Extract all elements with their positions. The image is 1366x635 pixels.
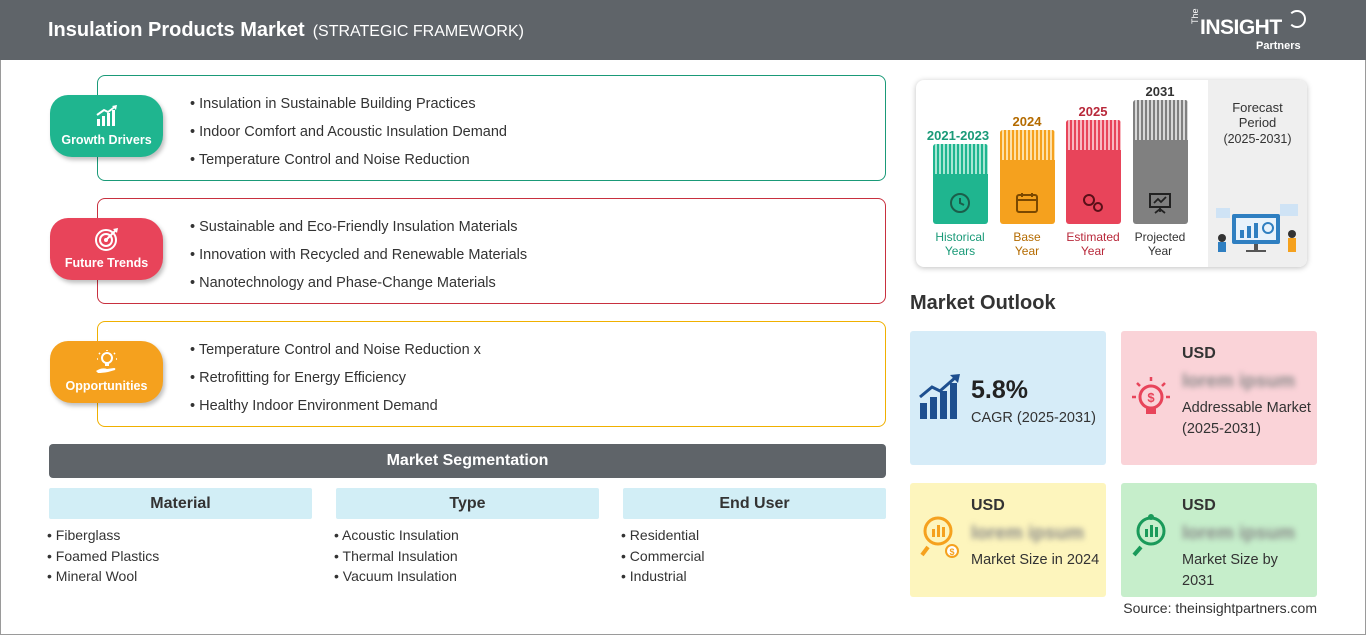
list-item: Foamed Plastics <box>47 547 312 568</box>
list-item: Vacuum Insulation <box>334 567 599 588</box>
blurred-value: lorem ipsum <box>1182 523 1295 544</box>
opportunities-badge: Opportunities <box>50 341 163 403</box>
opportunities-box: Temperature Control and Noise Reduction … <box>97 321 886 427</box>
list-item: Commercial <box>621 547 886 568</box>
addressable-market-label: Addressable Market (2025-2031) <box>1182 400 1311 437</box>
currency-label: USD <box>1182 497 1216 514</box>
estimated-year-bar <box>1066 120 1121 224</box>
logo-arc-icon <box>1288 10 1306 28</box>
list-item: Nanotechnology and Phase-Change Material… <box>190 275 527 303</box>
list-item: Healthy Indoor Environment Demand <box>190 398 481 426</box>
growth-chart-icon <box>96 105 117 126</box>
timeline-year: 2031 <box>1145 84 1175 99</box>
presentation-icon <box>1149 193 1171 214</box>
cagr-label: CAGR (2025-2031) <box>971 410 1096 426</box>
gears-icon <box>1083 194 1103 212</box>
list-item: Insulation in Sustainable Building Pract… <box>190 96 507 124</box>
lightbulb-hand-icon <box>96 350 117 373</box>
future-trends-list: Sustainable and Eco-Friendly Insulation … <box>190 219 527 303</box>
list-item: Temperature Control and Noise Reduction <box>190 152 507 180</box>
growth-drivers-box: Insulation in Sustainable Building Pract… <box>97 75 886 181</box>
cagr-value: 5.8% <box>971 376 1028 404</box>
market-size-2031-label: Market Size by 2031 <box>1182 552 1278 589</box>
market-size-2031-card: USD lorem ipsum Market Size by 2031 <box>1121 483 1317 597</box>
opportunities-list: Temperature Control and Noise Reduction … <box>190 342 481 426</box>
future-trends-badge: Future Trends <box>50 218 163 280</box>
forecast-range: (2025-2031) <box>1223 132 1292 146</box>
list-item: Innovation with Recycled and Renewable M… <box>190 247 527 275</box>
timeline-year: 2021-2023 <box>926 128 990 143</box>
currency-label: USD <box>1182 345 1216 362</box>
segment-heading: Type <box>336 488 599 519</box>
currency-label: USD <box>971 497 1005 514</box>
list-item: Sustainable and Eco-Friendly Insulation … <box>190 219 527 247</box>
cagr-card: 5.8% CAGR (2025-2031) <box>910 331 1106 465</box>
analytics-illustration-icon <box>1216 204 1298 252</box>
page-subtitle: (STRATEGIC FRAMEWORK) <box>312 23 524 40</box>
timeline-year: 2024 <box>1012 114 1042 129</box>
calendar-icon <box>1016 193 1038 213</box>
header-bar: Insulation Products Market(STRATEGIC FRA… <box>0 0 1366 60</box>
base-year-bar <box>1000 130 1055 224</box>
money-bulb-icon: $ <box>1132 377 1170 414</box>
list-item: Temperature Control and Noise Reduction … <box>190 342 481 370</box>
market-segmentation-header: Market Segmentation <box>49 444 886 478</box>
list-item: Mineral Wool <box>47 567 312 588</box>
list-item: Acoustic Insulation <box>334 526 599 547</box>
growth-chart-icon <box>919 374 960 419</box>
projected-year-bar <box>1133 100 1188 224</box>
svg-text:$: $ <box>949 547 954 557</box>
addressable-market-card: USD lorem ipsum $ Addressable Market (20… <box>1121 331 1317 465</box>
market-size-2024-card: USD lorem ipsum $ Market Size in 2024 <box>910 483 1106 597</box>
growth-drivers-badge: Growth Drivers <box>50 95 163 157</box>
timeline-year: 2025 <box>1078 104 1108 119</box>
magnifier-chart-icon <box>1132 514 1166 557</box>
page-title: Insulation Products Market(STRATEGIC FRA… <box>48 19 524 41</box>
insight-partners-logo[interactable]: The INSIGHT Partners <box>1190 8 1310 54</box>
list-item: Industrial <box>621 567 886 588</box>
growth-drivers-list: Insulation in Sustainable Building Pract… <box>190 96 507 180</box>
svg-text:$: $ <box>1147 390 1155 405</box>
segment-heading: End User <box>623 488 886 519</box>
forecast-title: Forecast Period <box>1232 100 1283 130</box>
historical-bar <box>933 144 988 224</box>
target-icon <box>95 228 118 251</box>
magnifier-chart-icon: $ <box>920 516 959 558</box>
segment-material: Material Fiberglass Foamed Plastics Mine… <box>49 488 312 588</box>
segment-heading: Material <box>49 488 312 519</box>
segment-type: Type Acoustic Insulation Thermal Insulat… <box>336 488 599 588</box>
list-item: Fiberglass <box>47 526 312 547</box>
blurred-value: lorem ipsum <box>1182 371 1295 392</box>
segment-end-user: End User Residential Commercial Industri… <box>623 488 886 588</box>
blurred-value: lorem ipsum <box>971 523 1084 544</box>
future-trends-box: Sustainable and Eco-Friendly Insulation … <box>97 198 886 304</box>
source-text: Source: theinsightpartners.com <box>1123 600 1317 616</box>
list-item: Indoor Comfort and Acoustic Insulation D… <box>190 124 507 152</box>
list-item: Thermal Insulation <box>334 547 599 568</box>
history-icon <box>950 193 970 213</box>
market-outlook-title: Market Outlook <box>910 292 1056 314</box>
forecast-period-panel: Forecast Period (2025-2031) <box>1208 80 1307 267</box>
list-item: Retrofitting for Energy Efficiency <box>190 370 481 398</box>
market-size-2024-label: Market Size in 2024 <box>971 552 1100 568</box>
list-item: Residential <box>621 526 886 547</box>
